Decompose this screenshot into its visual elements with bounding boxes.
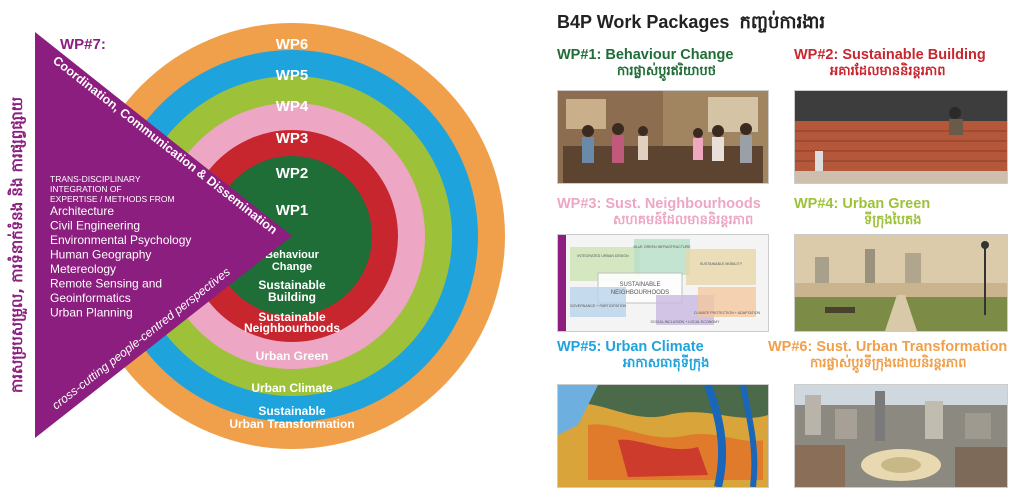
wp6-card: WP#6: Sust. Urban Transformation ការផ្លា…	[768, 339, 1024, 374]
page-title: B4P Work Packages កញ្ចប់ការងារ	[557, 10, 825, 37]
wp7-label: WP#7:	[60, 36, 106, 53]
wp3-diagram-label-5: CLIMATE PROTECTION + ADAPTATION	[694, 311, 761, 315]
wp2-title: WP#2: Sustainable Building	[794, 47, 986, 63]
wp5-climate-map	[557, 384, 769, 488]
wp7-discipline-1: Architecture	[50, 204, 114, 218]
wp5-title-khmer: អាកាសធាតុទីក្រុង	[623, 356, 710, 371]
wp7-discipline-5: Metereology	[50, 262, 116, 276]
ring-name-wp2-line1: Sustainable	[258, 278, 326, 292]
wp3-diagram-label-3: SUSTAINABLE MOBILITY	[700, 262, 743, 266]
wp4-card: WP#4: Urban Green ទីក្រុងបៃតង	[794, 196, 1024, 231]
wp7-discipline-2: Civil Engineering	[50, 219, 140, 233]
ring-name-wp4-line1: Urban Green	[256, 349, 329, 363]
wp3-diagram-label-6: SOCIAL INCLUSION + LOCAL ECONOMY	[651, 320, 721, 324]
wp1-title: WP#1: Behaviour Change	[557, 47, 734, 63]
ring-name-wp6-line2: Urban Transformation	[229, 417, 354, 431]
wp7-discipline-3: Environmental Psychology	[50, 233, 191, 247]
wp5-title: WP#5: Urban Climate	[557, 339, 704, 355]
wp3-diagram-label-1: BLUE GREEN INFRASTRUCTURE	[633, 245, 691, 249]
ring-name-wp1-line1: Behaviour	[265, 249, 320, 261]
ring-name-wp3-line1: Sustainable	[258, 310, 326, 324]
wp7-heading-line-3: EXPERTISE / METHODS FROM	[50, 194, 175, 204]
ring-name-wp5-line1: Urban Climate	[251, 381, 333, 395]
wp6-photo-city-aerial	[794, 384, 1008, 488]
wp7-heading-line-2: INTEGRATION OF	[50, 184, 122, 194]
wp2-card: WP#2: Sustainable Building អគារដែលមាននិរ…	[794, 47, 1024, 82]
wp6-title-khmer: ការផ្លាស់ប្ដូរទីក្រុងដោយនិរន្តរភាព	[810, 356, 967, 371]
wp3-title-khmer: សហគមន៍ដែលមាននិរន្តរភាព	[613, 213, 754, 228]
ring-label-wp3: WP3	[276, 130, 309, 147]
wp1-title-khmer: ការផ្លាស់ប្ដូរឥរិយាបថ	[617, 64, 717, 79]
wp1-card: WP#1: Behaviour Change ការផ្លាស់ប្ដូរឥរិ…	[557, 47, 789, 82]
wp3-neighbourhood-diagram: SUSTAINABLE NEIGHBOURHOODS BLUE GREEN IN…	[557, 234, 769, 332]
ring-label-wp5: WP5	[276, 67, 309, 84]
title-english: B4P Work Packages	[557, 12, 730, 32]
wp3-diagram-label-2: INTEGRATED URBAN DESIGN	[577, 254, 629, 258]
wp7-discipline-8: Urban Planning	[50, 306, 133, 320]
wp4-title: WP#4: Urban Green	[794, 196, 931, 212]
ring-label-wp1: WP1	[276, 202, 309, 219]
wp7-discipline-4: Human Geography	[50, 248, 151, 262]
wp6-title: WP#6: Sust. Urban Transformation	[768, 339, 1008, 355]
ring-name-wp1-line2: Change	[272, 261, 312, 273]
wp5-card: WP#5: Urban Climate អាកាសធាតុទីក្រុង	[557, 339, 789, 374]
wp4-photo-urban-park	[794, 234, 1008, 332]
wp3-title: WP#3: Sust. Neighbourhoods	[557, 196, 761, 212]
wp3-diagram-center-line2: NEIGHBOURHOODS	[611, 290, 669, 296]
ring-name-wp6-line1: Sustainable	[258, 404, 326, 418]
ring-label-wp4: WP4	[276, 98, 309, 115]
wp1-photo-family-home	[557, 90, 769, 184]
ring-label-wp6: WP6	[276, 36, 309, 53]
wp7-discipline-7: Geoinformatics	[50, 291, 131, 305]
work-packages-panel: B4P Work Packages កញ្ចប់ការងារ WP#1: Beha…	[540, 0, 1024, 493]
wp3-diagram-center-line1: SUSTAINABLE	[620, 282, 661, 288]
ring-label-wp2: WP2	[276, 165, 309, 182]
wp3-card: WP#3: Sust. Neighbourhoods សហគមន៍ដែលមានន…	[557, 196, 789, 231]
wp2-photo-brick-wall	[794, 90, 1008, 184]
title-khmer: កញ្ចប់ការងារ	[739, 12, 826, 33]
ring-name-wp2-line2: Building	[268, 290, 316, 304]
wp4-title-khmer: ទីក្រុងបៃតង	[864, 213, 922, 228]
ring-name-wp3-line2: Neighbourhoods	[244, 321, 340, 335]
wp7-discipline-6: Remote Sensing and	[50, 277, 162, 291]
wp7-triangle	[35, 32, 292, 438]
wp7-vertical-khmer: ការសម្របសម្រួល, ការទំនាក់ទំនង និង ការផ្ស…	[7, 97, 28, 393]
wp3-diagram-label-4: GOVERNANCE + PARTICIPATION	[570, 304, 627, 308]
wp2-title-khmer: អគារដែលមាននិរន្តរភាព	[830, 64, 946, 79]
wp7-heading-line-1: TRANS-DISCIPLINARY	[50, 174, 141, 184]
